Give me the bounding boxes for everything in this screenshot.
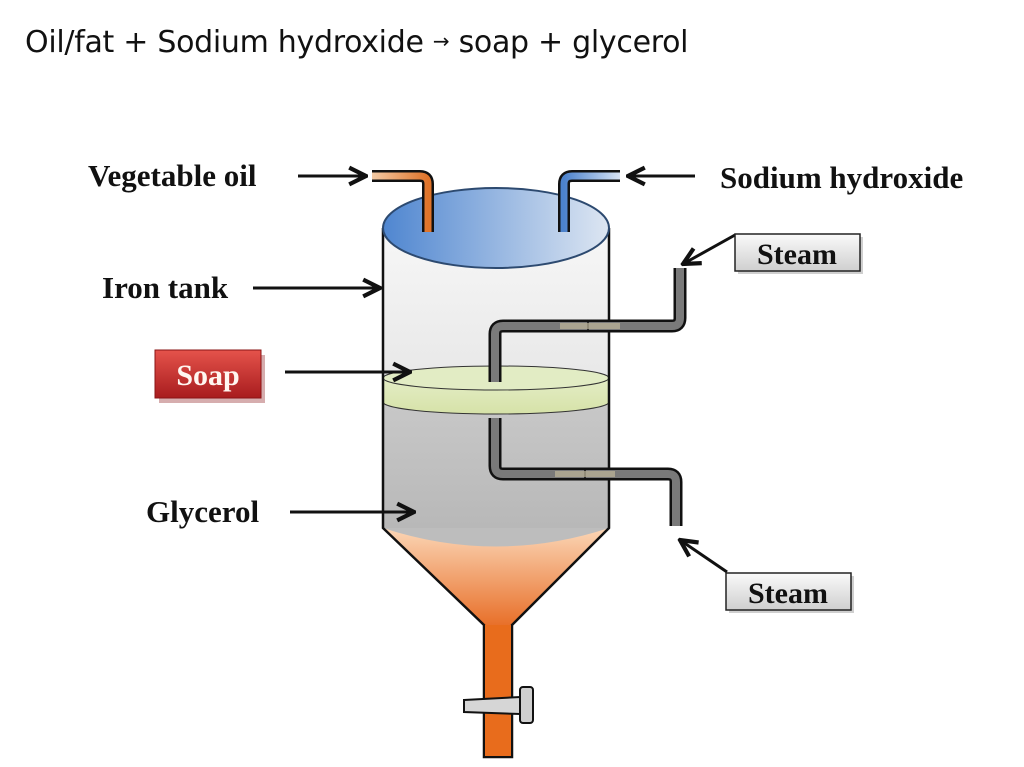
- soap-badge: Soap: [154, 349, 265, 403]
- steam-in-badge: Steam: [734, 233, 863, 274]
- drain-pipe: [485, 625, 511, 756]
- label-soap: Soap: [176, 359, 239, 392]
- reaction-equation: Oil/fat + Sodium hydroxide → soap + glyc…: [25, 25, 689, 60]
- label-glycerol: Glycerol: [146, 494, 259, 529]
- steam-out-badge: Steam: [725, 572, 854, 613]
- label-sodium-hydroxide: Sodium hydroxide: [720, 160, 963, 195]
- plus-sign: +: [123, 25, 149, 60]
- reaction-arrow: →: [432, 29, 450, 53]
- product-soap: soap: [458, 25, 530, 60]
- arrow-steam-out: [680, 540, 728, 574]
- oil-inlet-pipe: [372, 170, 434, 232]
- label-vegetable-oil: Vegetable oil: [88, 158, 257, 193]
- reactant-sodium-hydroxide: Sodium hydroxide: [157, 25, 424, 60]
- plus-sign: +: [538, 25, 563, 60]
- label-steam-out: Steam: [748, 577, 828, 610]
- naoh-inlet-pipe: [558, 170, 620, 232]
- stopcock-valve[interactable]: [463, 686, 534, 724]
- steam-inlet-pipe: [488, 268, 687, 382]
- steam-outlet-pipe: [488, 418, 683, 526]
- tank-top: [382, 187, 610, 269]
- tank-cone: [383, 528, 609, 625]
- reactant-oil-fat: Oil/fat: [25, 25, 114, 60]
- product-glycerol: glycerol: [572, 25, 689, 60]
- arrow-steam-in: [683, 233, 736, 264]
- label-iron-tank: Iron tank: [102, 270, 229, 305]
- label-steam-in: Steam: [757, 238, 837, 271]
